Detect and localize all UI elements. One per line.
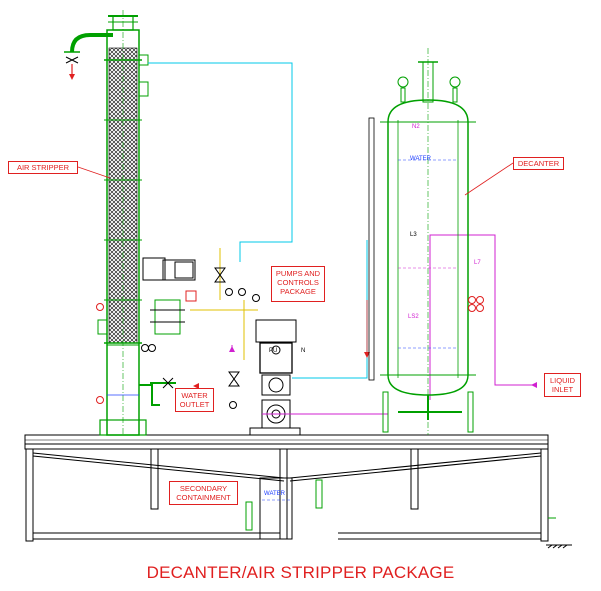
callout-liquid-line-2: INLET [551, 385, 574, 394]
callout-containment-line-1: SECONDARY [179, 484, 228, 493]
decanter-vessel: N2 WATER L3 L7 LS2 [368, 48, 484, 435]
callout-air-stripper: AIR STRIPPER [8, 161, 78, 174]
label-containment-water: WATER [264, 491, 286, 497]
callout-water-line-1: WATER [181, 391, 208, 400]
callout-pumps-and-controls: PUMPS AND CONTROLS PACKAGE [271, 266, 325, 302]
callout-liquid-line-1: LIQUID [549, 376, 575, 385]
callout-pumps-line-3: PACKAGE [280, 287, 316, 296]
callout-decanter-text: DECANTER [517, 159, 560, 168]
label-water: WATER [410, 156, 432, 162]
label-n2: N2 [412, 124, 420, 130]
piping [148, 62, 537, 415]
callout-pumps-line-1: PUMPS AND [275, 269, 321, 278]
callout-water-line-2: OUTLET [179, 400, 210, 409]
callout-secondary-containment: SECONDARY CONTAINMENT [169, 481, 238, 505]
diagram-title: DECANTER/AIR STRIPPER PACKAGE [146, 563, 455, 582]
label-ls2: LS2 [408, 314, 419, 320]
pump-tag: PU [269, 348, 277, 354]
callout-air-stripper-text: AIR STRIPPER [16, 163, 70, 172]
label-l7: L7 [474, 260, 481, 266]
callout-containment-line-2: CONTAINMENT [176, 493, 231, 502]
air-stripper-column [64, 10, 196, 436]
callout-pumps-line-2: CONTROLS [277, 278, 319, 287]
containment-fittings: WATER [245, 479, 556, 531]
valve-tag: N [301, 348, 305, 354]
callout-liquid-inlet: LIQUID INLET [544, 373, 581, 397]
skid-platform [24, 434, 572, 549]
label-l3: L3 [410, 232, 417, 238]
callout-decanter: DECANTER [513, 157, 564, 170]
callout-water-outlet: WATER OUTLET [175, 388, 214, 412]
